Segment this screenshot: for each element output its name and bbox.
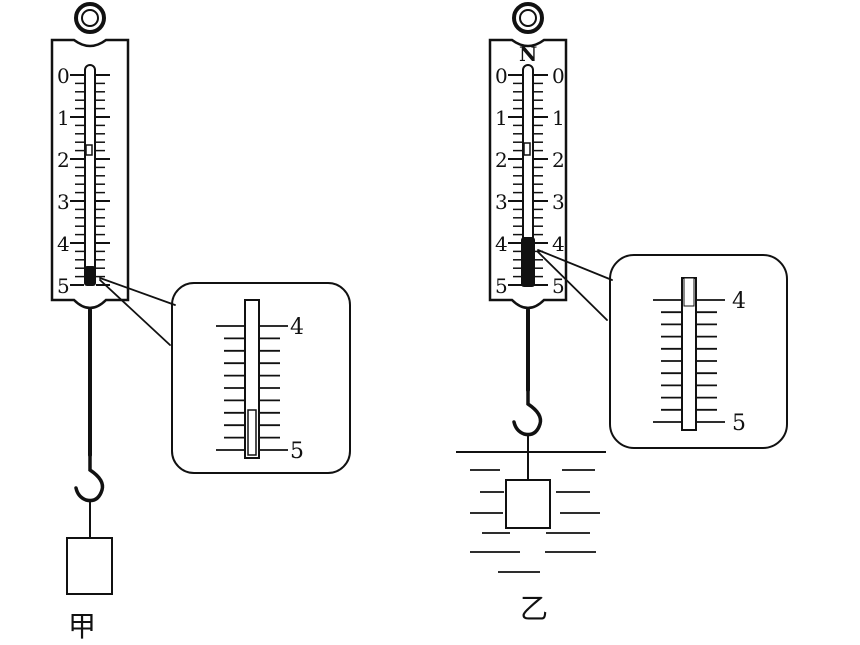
- caption-right: 乙: [520, 592, 548, 625]
- unit-label: N: [519, 42, 537, 66]
- magnified-tube-left: [244, 299, 260, 459]
- top-ring-right: [512, 2, 544, 34]
- mag-label-5-right: 5: [732, 411, 746, 436]
- spring-scale-right: N 0 0 1 1 2 2 3 3 4 4 5 5 乙: [456, 2, 606, 625]
- scale-label: 5: [57, 274, 70, 298]
- hook-right: [512, 388, 543, 437]
- top-ring-left-inner: [81, 9, 99, 27]
- magnified-pointer-left: [247, 409, 257, 456]
- hook-left: [74, 453, 105, 503]
- scale-label: 4: [552, 232, 565, 256]
- scale-label: 5: [495, 274, 508, 298]
- magnifier-box-right: [609, 254, 788, 449]
- water-surface: [456, 451, 606, 573]
- scale-labels-left: 0 1 2 3 4 5: [57, 64, 70, 298]
- scale-label: 2: [495, 148, 508, 172]
- pointer-left: [84, 266, 96, 286]
- scale-label: 3: [552, 190, 565, 214]
- scale-label: 2: [57, 148, 70, 172]
- top-ring-left: [74, 2, 106, 34]
- weight-block-left: [66, 537, 113, 595]
- scale-label: 0: [552, 64, 565, 88]
- scale-body-left: [50, 38, 130, 310]
- spring-tube-left: [84, 64, 96, 286]
- spring-scale-left: 0 1 2 3 4 5 甲: [50, 2, 130, 643]
- scale-label: 3: [57, 190, 70, 214]
- magnifier-right: 4 5: [537, 249, 788, 449]
- magnified-ticks-right: [653, 299, 725, 423]
- scale-ticks-left: [70, 74, 110, 286]
- scale-label: 1: [57, 106, 70, 130]
- scale-label: 4: [495, 232, 508, 256]
- scale-label: 2: [552, 148, 565, 172]
- pointer-tab-left: [85, 144, 93, 156]
- mag-label-5-left: 5: [290, 439, 304, 464]
- scale-label: 4: [57, 232, 70, 256]
- weight-block-right: [505, 479, 551, 529]
- mag-label-4-right: 4: [732, 289, 746, 314]
- top-ring-right-inner: [519, 9, 537, 27]
- magnifier-left: 4 5: [99, 277, 351, 474]
- scale-label: 1: [552, 106, 565, 130]
- mag-label-4-left: 4: [290, 315, 304, 340]
- callout-lines-right: [537, 249, 613, 321]
- scale-label: 0: [57, 64, 70, 88]
- scale-label: 0: [495, 64, 508, 88]
- caption-left: 甲: [68, 610, 96, 643]
- scale-label: 3: [495, 190, 508, 214]
- magnified-ticks-left: [216, 325, 288, 451]
- magnified-pointer-right: [683, 277, 695, 307]
- pointer-tab-right: [523, 142, 531, 156]
- scale-label: 1: [495, 106, 508, 130]
- scale-label: 5: [552, 274, 565, 298]
- callout-lines-left: [99, 277, 176, 346]
- magnifier-box-left: [171, 282, 351, 474]
- pointer-right: [521, 237, 535, 287]
- scale-labels-right: 0 0 1 1 2 2 3 3 4 4 5 5: [495, 64, 565, 298]
- scale-body-right: [488, 38, 568, 310]
